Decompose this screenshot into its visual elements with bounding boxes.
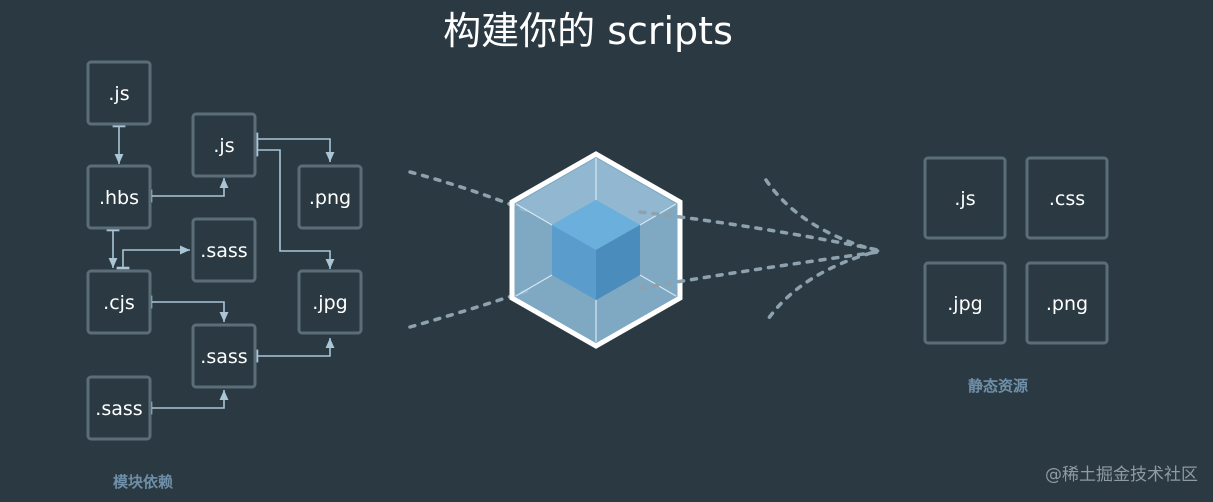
arrow-js-to-jpg (255, 143, 335, 269)
asset-js: .js (923, 156, 1007, 240)
module-js-top: .js (86, 60, 152, 126)
watermark: @稀土掘金技术社区 (1045, 465, 1198, 485)
module-boxes: .js .hbs .cjs .sass .js .sass (86, 60, 363, 441)
module-sass-upper: .sass (191, 217, 257, 283)
output-stream-bottom (638, 250, 880, 290)
arrow-sass-mid-to-jpg (255, 338, 335, 363)
arrow-hbs-to-js (149, 178, 229, 203)
input-stream-bottom (408, 288, 532, 329)
asset-label: .css (1049, 188, 1085, 210)
output-streams (638, 178, 885, 324)
page-title: 构建你的 scripts (443, 9, 733, 53)
output-arrow-head (764, 178, 885, 324)
module-label: .jpg (312, 292, 347, 314)
module-label: .png (309, 187, 351, 209)
asset-css: .css (1025, 156, 1109, 240)
module-label: .sass (95, 398, 142, 420)
input-stream-top (408, 170, 532, 214)
module-label: .sass (200, 240, 247, 262)
asset-label: .jpg (947, 293, 982, 315)
module-jpg: .jpg (297, 269, 363, 335)
output-stream-top (638, 210, 880, 252)
asset-png: .png (1025, 261, 1109, 345)
module-js-mid: .js (191, 112, 257, 178)
arrow-cjs-to-sass-mid (149, 295, 229, 322)
assets-caption: 静态资源 (968, 377, 1028, 395)
module-hbs: .hbs (86, 164, 152, 230)
module-png: .png (297, 164, 363, 230)
module-sass-mid: .sass (191, 323, 257, 389)
module-label: .hbs (99, 187, 139, 209)
arrow-sass-bottom-to-sass-mid (149, 390, 229, 415)
asset-label: .js (954, 188, 975, 210)
module-label: .sass (200, 346, 247, 368)
module-label: .cjs (103, 292, 135, 314)
module-label: .js (108, 83, 129, 105)
dependency-caption: 模块依赖 (113, 473, 173, 491)
module-sass-bottom: .sass (86, 375, 152, 441)
asset-boxes: .js .css .jpg .png (923, 156, 1109, 345)
asset-jpg: .jpg (923, 261, 1007, 345)
input-streams (408, 170, 532, 329)
module-cjs: .cjs (86, 269, 152, 335)
dependency-arrows (106, 124, 335, 415)
arrow-cjs-to-sass (116, 245, 190, 270)
webpack-cube-icon (509, 151, 683, 349)
module-label: .js (213, 135, 234, 157)
asset-label: .png (1046, 293, 1088, 315)
